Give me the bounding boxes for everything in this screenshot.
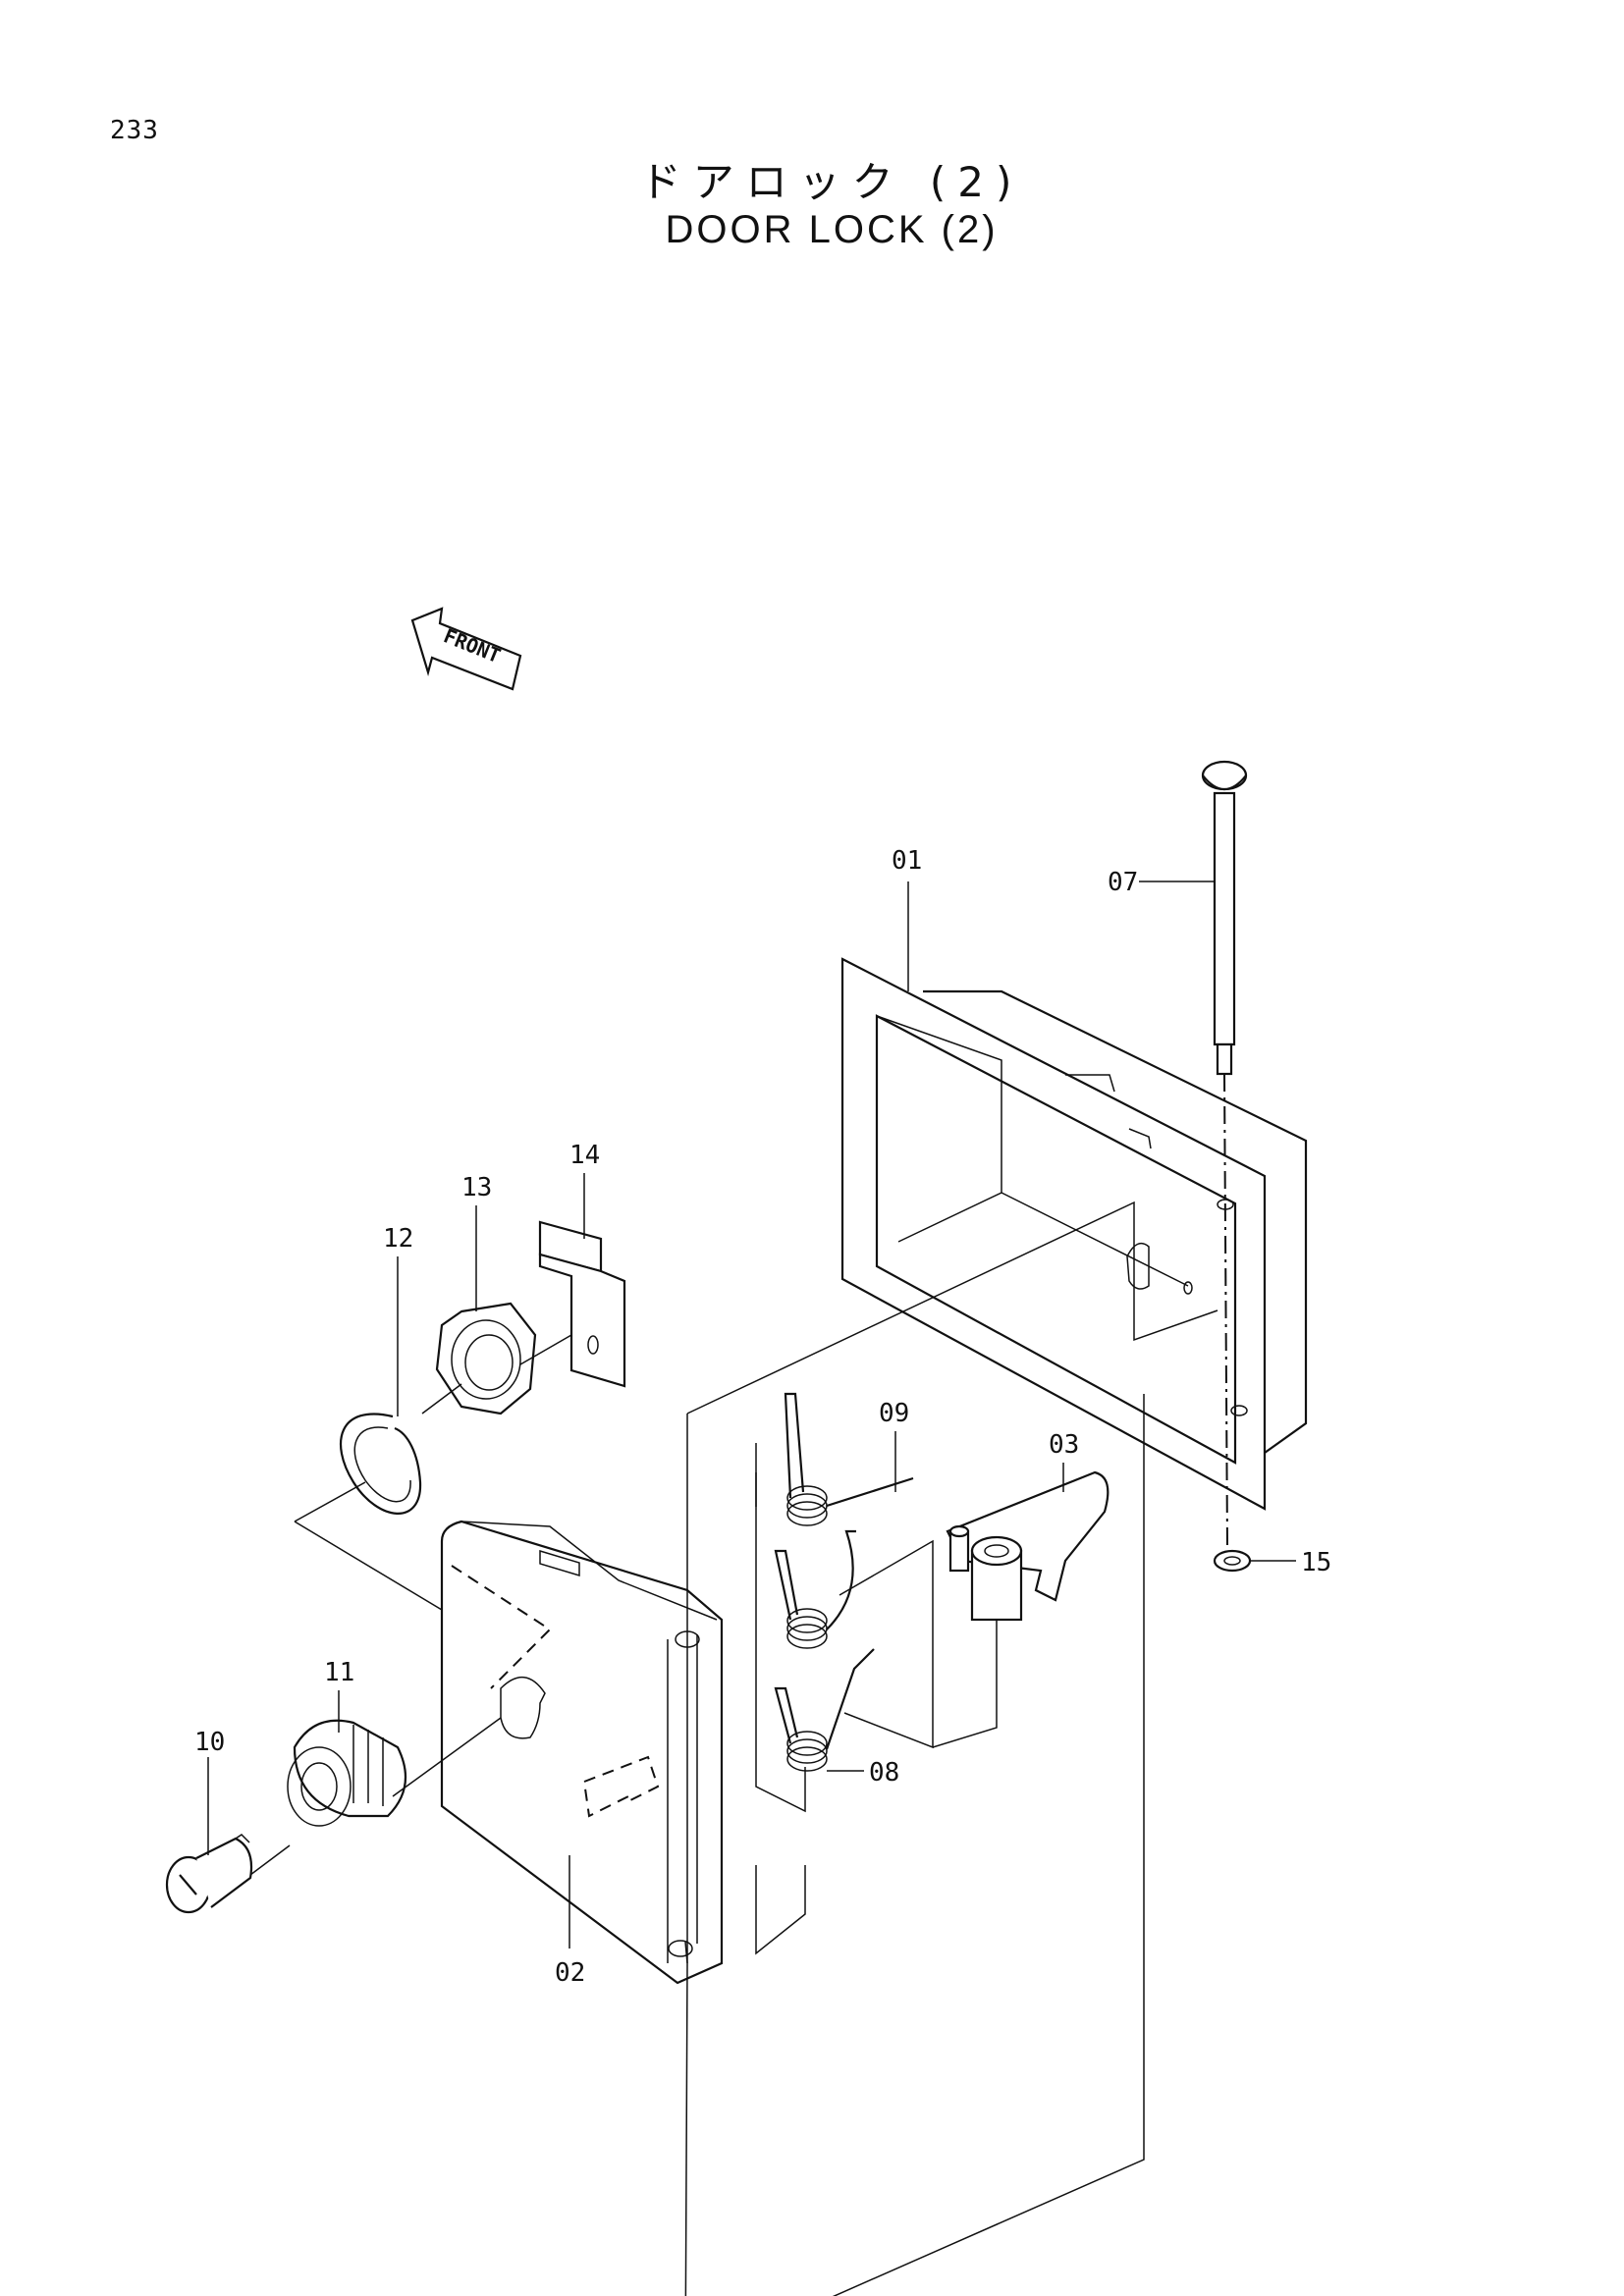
part-01-housing xyxy=(840,957,1308,1511)
callout-07: 07 xyxy=(1108,868,1138,897)
page-number: 233 xyxy=(110,116,159,145)
part-03-lever xyxy=(946,1470,1110,1622)
title-english: DOOR LOCK (2) xyxy=(665,208,999,251)
callout-10: 10 xyxy=(194,1728,225,1757)
part-07-pin xyxy=(1201,760,1248,1076)
front-arrow-icon: FRONT xyxy=(410,607,522,691)
part-15-ering xyxy=(1213,1549,1252,1573)
title-japanese: ドアロック (2) xyxy=(639,158,1024,206)
callout-15: 15 xyxy=(1301,1548,1331,1577)
callout-13: 13 xyxy=(461,1173,492,1202)
leader-lines xyxy=(207,881,1296,1949)
part-10-key-cylinder xyxy=(165,1834,253,1914)
callout-12: 12 xyxy=(383,1224,413,1254)
front-label: FRONT xyxy=(440,623,504,667)
callout-14: 14 xyxy=(569,1141,600,1170)
callout-08: 08 xyxy=(869,1758,899,1788)
part-09-spring xyxy=(784,1392,914,1526)
part-12-snap-ring xyxy=(340,1413,422,1515)
part-02-lock-case xyxy=(440,1520,724,1985)
assembly-lines xyxy=(249,1073,1228,2296)
part-13-nut xyxy=(435,1302,537,1415)
part-11-bushing xyxy=(287,1719,407,1827)
callout-03: 03 xyxy=(1049,1430,1079,1460)
callout-01: 01 xyxy=(892,846,922,876)
callout-09: 09 xyxy=(879,1399,909,1428)
part-14-plate xyxy=(538,1220,626,1388)
callout-11: 11 xyxy=(324,1658,354,1687)
callout-02: 02 xyxy=(555,1958,585,1988)
part-08-springs xyxy=(774,1529,875,1772)
